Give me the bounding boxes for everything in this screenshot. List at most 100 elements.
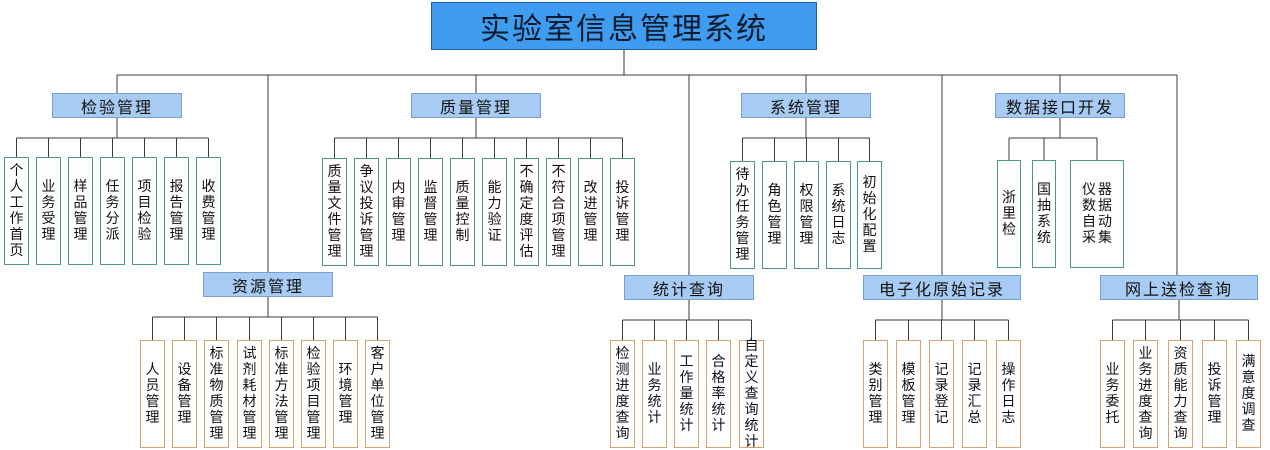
leaf-dianzi-4: 操作日志 <box>996 340 1021 448</box>
leaf-dianzi-0: 类别管理 <box>863 340 888 448</box>
leaf-label: 个人工作首页 <box>9 163 24 259</box>
leaf-wangshang-0: 业务委托 <box>1100 340 1125 448</box>
header-wangshang: 网上送检查询 <box>1100 275 1258 300</box>
header-ziyuan-label: 资源管理 <box>231 276 304 296</box>
leaf-label: 业务受理 <box>41 179 56 243</box>
leaf-label: 检验项目管理 <box>306 346 321 442</box>
header-tongji: 统计查询 <box>624 275 754 300</box>
leaf-jianyan-6: 收费管理 <box>196 157 221 265</box>
leaf-ziyuan-3: 试剂耗材管理 <box>237 340 262 448</box>
leaf-zhiliang-9: 投诉管理 <box>610 158 635 266</box>
leaf-label: 环境管理 <box>338 362 353 426</box>
leaf-label: 权限管理 <box>799 183 814 247</box>
leaf-label: 任务分派 <box>105 179 120 243</box>
leaf-label: 国抽系统 <box>1037 182 1051 246</box>
root-title: 实验室信息管理系统 <box>480 12 768 47</box>
header-shuju-label: 数据接口开发 <box>1005 97 1114 117</box>
leaf-label: 质量控制 <box>455 180 470 244</box>
leaf-label: 操作日志 <box>1001 362 1016 426</box>
leaf-label: 监督管理 <box>423 180 438 244</box>
leaf-label: 业务委托 <box>1105 362 1120 426</box>
root-node: 实验室信息管理系统 <box>431 2 817 50</box>
header-tongji-label: 统计查询 <box>652 279 725 299</box>
leaf-tongji-1: 业务统计 <box>642 340 667 448</box>
leaf-label: 标准方法管理 <box>274 346 289 442</box>
leaf-dianzi-3: 记录汇总 <box>962 340 987 448</box>
leaf-label: 初始化配置 <box>862 175 877 255</box>
leaf-jianyan-5: 报告管理 <box>164 157 189 265</box>
header-jianyan: 检验管理 <box>52 93 182 118</box>
leaf-jianyan-1: 业务受理 <box>36 157 61 265</box>
leaf-shuju-0: 浙里检 <box>997 160 1021 268</box>
header-zhiliang-label: 质量管理 <box>439 97 512 117</box>
leaf-label: 记录汇总 <box>967 362 982 426</box>
leaf-shuju-1: 国抽系统 <box>1032 160 1056 268</box>
header-dianzi-label: 电子化原始记录 <box>878 279 1005 299</box>
leaf-ziyuan-1: 设备管理 <box>172 340 197 448</box>
leaf-ziyuan-7: 客户单位管理 <box>365 340 390 448</box>
leaf-label: 投诉管理 <box>615 180 630 244</box>
header-xitong: 系统管理 <box>741 93 871 118</box>
leaf-zhiliang-6: 不确定度评估 <box>514 158 539 266</box>
header-xitong-label: 系统管理 <box>769 97 842 117</box>
leaf-label: 项目检验 <box>137 179 152 243</box>
leaf-label: 自定义查询统计 <box>744 338 759 450</box>
leaf-tongji-3: 合格率统计 <box>706 340 731 448</box>
leaf-label: 工作量统计 <box>679 354 694 434</box>
leaf-label: 资质能力查询 <box>1173 346 1188 442</box>
leaf-ziyuan-0: 人员管理 <box>140 340 165 448</box>
leaf-zhiliang-8: 改进管理 <box>578 158 603 266</box>
leaf-label: 改进管理 <box>583 180 598 244</box>
leaf-label: 模板管理 <box>901 362 916 426</box>
leaf-label: 记录登记 <box>934 362 949 426</box>
header-wangshang-label: 网上送检查询 <box>1124 279 1233 299</box>
leaf-zhiliang-1: 争议投诉管理 <box>354 158 379 266</box>
leaf-xitong-4: 初始化配置 <box>857 161 882 269</box>
leaf-jianyan-2: 样品管理 <box>68 157 93 265</box>
leaf-label: 设备管理 <box>177 362 192 426</box>
leaf-label: 系统日志 <box>831 183 846 247</box>
leaf-label: 质量文件管理 <box>327 164 342 260</box>
header-zhiliang: 质量管理 <box>411 93 541 118</box>
leaf-dianzi-1: 模板管理 <box>896 340 921 448</box>
leaf-tongji-0: 检测进度查询 <box>610 340 635 448</box>
leaf-label: 争议投诉管理 <box>359 164 374 260</box>
leaf-label: 样品管理 <box>73 179 88 243</box>
leaf-label: 客户单位管理 <box>370 346 385 442</box>
leaf-wangshang-1: 业务进度查询 <box>1133 340 1158 448</box>
leaf-zhiliang-4: 质量控制 <box>450 158 475 266</box>
leaf-jianyan-0: 个人工作首页 <box>4 157 29 265</box>
leaf-xitong-1: 角色管理 <box>762 161 787 269</box>
leaf-ziyuan-4: 标准方法管理 <box>269 340 294 448</box>
leaf-label: 业务统计 <box>647 362 662 426</box>
leaf-label: 仪数自采器据动集 <box>1082 182 1112 246</box>
leaf-label: 类别管理 <box>868 362 883 426</box>
leaf-zhiliang-2: 内审管理 <box>386 158 411 266</box>
leaf-label: 满意度调查 <box>1241 354 1256 434</box>
leaf-label: 标准物质管理 <box>209 346 224 442</box>
leaf-jianyan-3: 任务分派 <box>100 157 125 265</box>
header-dianzi: 电子化原始记录 <box>863 275 1021 300</box>
leaf-ziyuan-5: 检验项目管理 <box>301 340 326 448</box>
leaf-label: 角色管理 <box>767 183 782 247</box>
leaf-zhiliang-7: 不符合项管理 <box>546 158 571 266</box>
leaf-label: 内审管理 <box>391 180 406 244</box>
leaf-zhiliang-5: 能力验证 <box>482 158 507 266</box>
header-jianyan-label: 检验管理 <box>80 97 153 117</box>
leaf-tongji-4: 自定义查询统计 <box>739 338 764 450</box>
header-shuju: 数据接口开发 <box>995 93 1125 118</box>
leaf-ziyuan-6: 环境管理 <box>333 340 358 448</box>
leaf-label: 合格率统计 <box>711 354 726 434</box>
leaf-label: 业务进度查询 <box>1138 346 1153 442</box>
leaf-jianyan-4: 项目检验 <box>132 157 157 265</box>
leaf-label: 人员管理 <box>145 362 160 426</box>
leaf-wangshang-4: 满意度调查 <box>1236 340 1261 448</box>
leaf-label: 能力验证 <box>487 180 502 244</box>
leaf-wangshang-2: 资质能力查询 <box>1168 340 1193 448</box>
leaf-label: 收费管理 <box>201 179 216 243</box>
leaf-xitong-3: 系统日志 <box>826 161 851 269</box>
leaf-xitong-0: 待办任务管理 <box>730 161 755 269</box>
leaf-label: 报告管理 <box>169 179 184 243</box>
